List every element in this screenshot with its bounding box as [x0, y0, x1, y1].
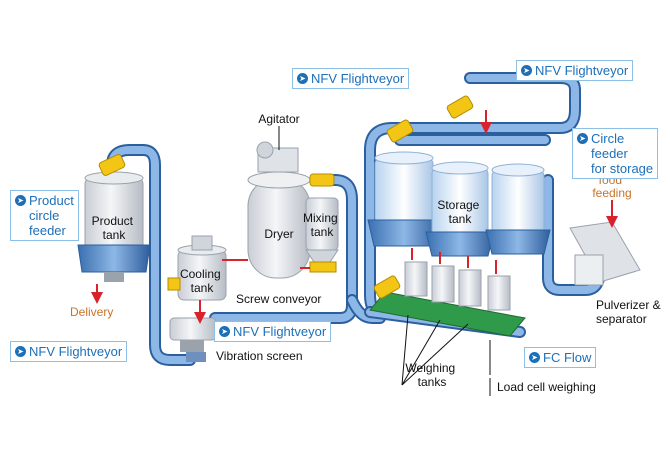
- arrow-right-icon: ➤: [15, 346, 26, 357]
- arrow-right-icon: ➤: [529, 352, 540, 363]
- callout-nfv-flightveyor-mid: ➤ NFV Flightveyor: [214, 321, 332, 342]
- callout-product-circle-feeder: ➤ Product circle feeder: [10, 190, 79, 241]
- vibration-screen: [169, 300, 217, 362]
- arrow-right-icon: ➤: [15, 195, 26, 206]
- arrow-right-icon: ➤: [297, 73, 308, 84]
- pulverizer-separator: [569, 200, 641, 286]
- product-tank-label: Product tank: [92, 214, 137, 242]
- delivery-label: Delivery: [70, 305, 113, 319]
- mixing-tank-label: Mixing tank: [303, 211, 341, 239]
- callout-nfv-flightveyor-top-left: ➤ NFV Flightveyor: [292, 68, 410, 89]
- dryer-label: Dryer: [264, 227, 293, 241]
- callout-nfv-flightveyor-left: ➤ NFV Flightveyor: [10, 341, 128, 362]
- screw-conveyor-label: Screw conveyor: [236, 292, 321, 306]
- callout-nfv-flightveyor-top-right: ➤ NFV Flightveyor: [516, 60, 634, 81]
- weighing-tanks-label: Weighing tanks: [405, 361, 458, 389]
- conveyor-pipes: [106, 72, 606, 366]
- callout-circle-feeder-storage: ➤ Circle feeder for storage: [572, 128, 659, 179]
- arrow-right-icon: ➤: [219, 326, 230, 337]
- agitator-label: Agitator: [258, 112, 299, 126]
- vibration-screen-label: Vibration screen: [216, 349, 303, 363]
- callout-fc-flow: ➤ FC Flow: [524, 347, 597, 368]
- arrow-right-icon: ➤: [521, 65, 532, 76]
- storage-tanks: [367, 95, 551, 257]
- cooling-tank-label: Cooling tank: [180, 267, 224, 295]
- mixing-tank: [300, 173, 339, 273]
- cooling-tank: [167, 235, 248, 301]
- weighing-tanks: [369, 248, 526, 386]
- dryer: [247, 126, 311, 279]
- arrow-right-icon: ➤: [577, 133, 588, 144]
- pulverizer-label: Pulverizer & separator: [596, 298, 664, 326]
- load-cell-weighing-label: Load cell weighing: [497, 380, 596, 394]
- product-tank: [77, 154, 151, 304]
- storage-tank-label: Storage tank: [437, 198, 482, 226]
